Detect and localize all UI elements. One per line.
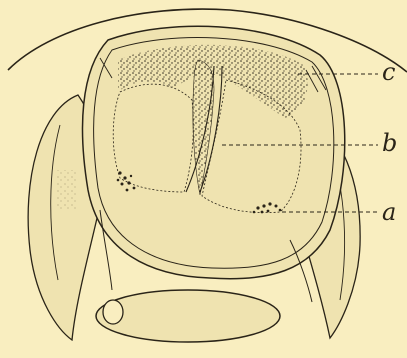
lower-small-oval — [103, 300, 123, 324]
label-c: c — [382, 60, 395, 84]
label-a: a — [382, 200, 396, 224]
left-flap-stipple — [55, 170, 77, 210]
lower-oval-structure — [96, 290, 280, 342]
label-b: b — [382, 131, 397, 155]
